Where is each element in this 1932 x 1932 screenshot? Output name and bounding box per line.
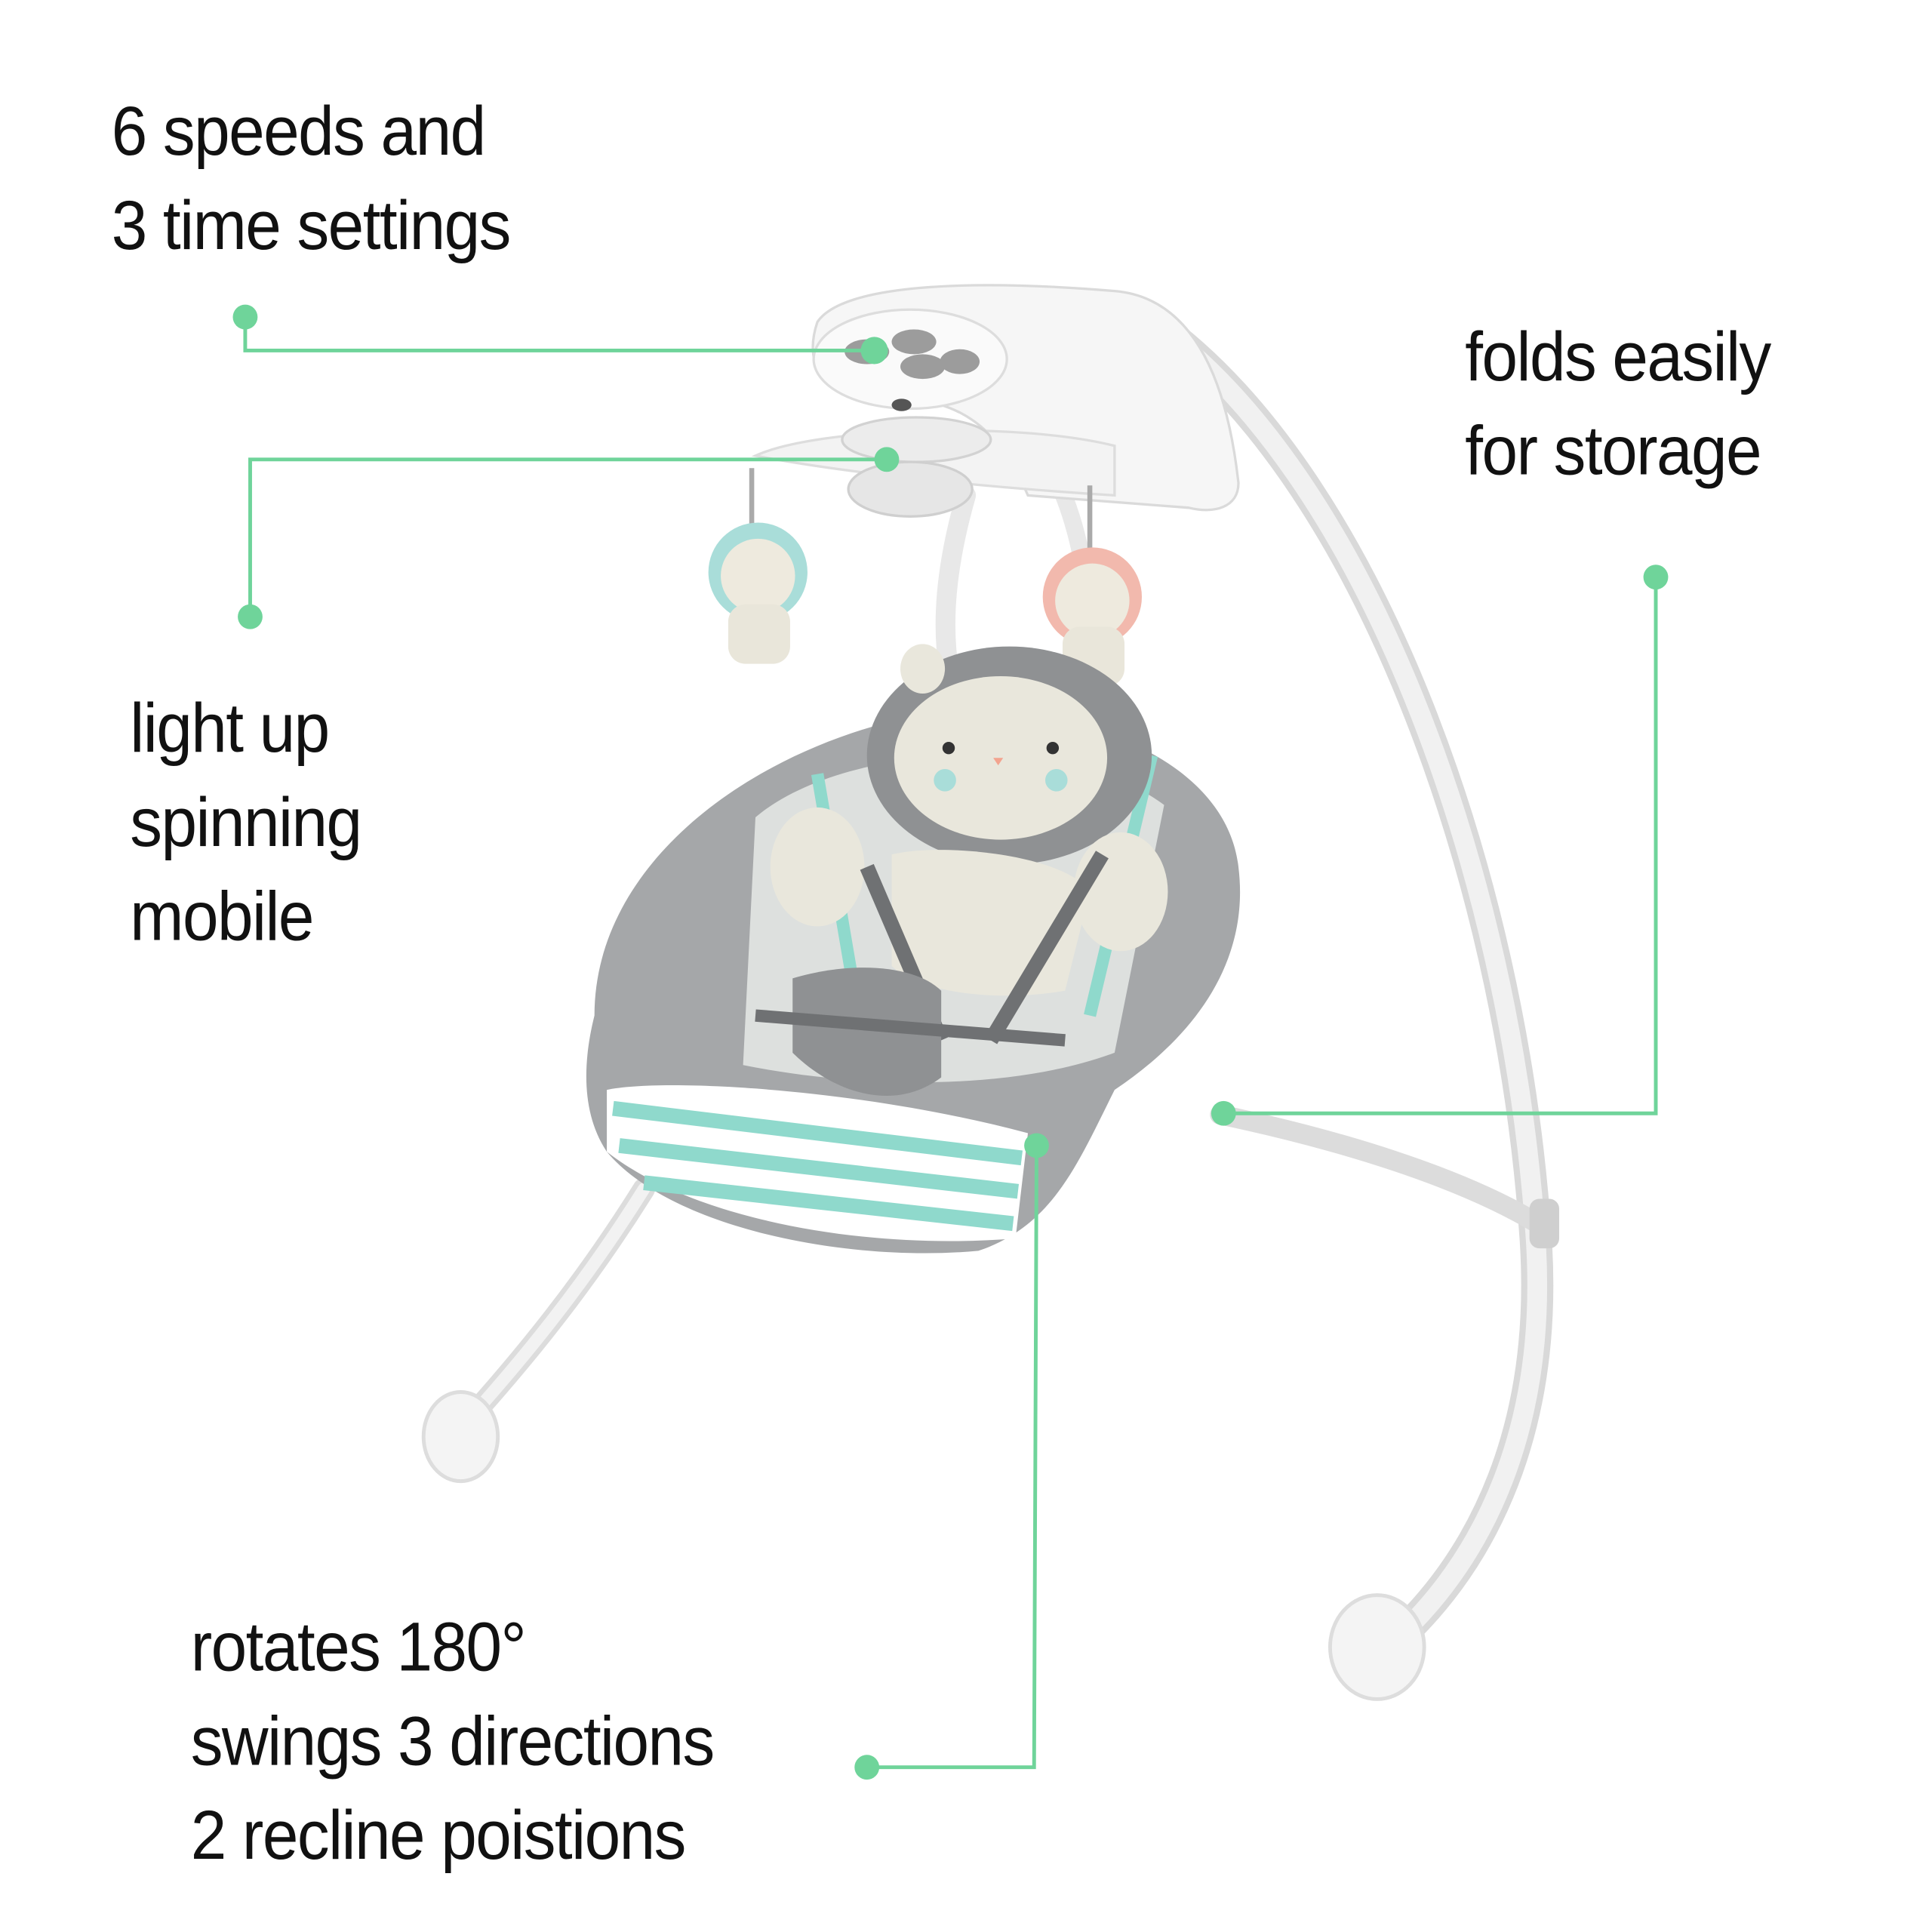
hinge bbox=[1529, 1198, 1560, 1249]
dot-folds-end bbox=[1211, 1100, 1236, 1126]
callout-dots bbox=[232, 304, 1669, 1780]
dot-mobile-start bbox=[238, 604, 263, 629]
dot-rotates-end bbox=[1024, 1133, 1049, 1158]
dot-speeds-end bbox=[860, 337, 888, 365]
toy-lion-blue bbox=[708, 468, 808, 664]
dot-rotates-start bbox=[854, 1755, 880, 1780]
dot-speeds-start bbox=[232, 304, 258, 330]
callout-mobile: light up spinning mobile bbox=[130, 681, 362, 964]
callout-line: rotates 180° bbox=[190, 1607, 527, 1686]
callout-speeds: 6 speeds and 3 time settings bbox=[111, 85, 512, 272]
foot-left bbox=[421, 1390, 500, 1484]
callout-line: for storage bbox=[1465, 411, 1761, 490]
callout-line: folds easily bbox=[1465, 317, 1771, 395]
callout-rotates: rotates 180° swings 3 directions 2 recli… bbox=[190, 1600, 715, 1882]
swing-frame bbox=[453, 306, 1554, 1663]
callout-line: mobile bbox=[130, 876, 314, 955]
callout-line: 3 time settings bbox=[111, 186, 512, 264]
dot-folds-start bbox=[1643, 565, 1669, 590]
dot-mobile-end bbox=[874, 447, 900, 472]
callout-line: 6 speeds and bbox=[111, 91, 486, 170]
callout-line: spinning bbox=[130, 783, 362, 861]
callout-line: 2 recline poistions bbox=[190, 1795, 687, 1874]
toy-lion-pink bbox=[1042, 485, 1143, 687]
callout-folds: folds easily for storage bbox=[1465, 309, 1771, 497]
seat bbox=[586, 644, 1241, 1254]
control-unit bbox=[751, 284, 1240, 518]
callout-line: swings 3 directions bbox=[190, 1701, 715, 1780]
foot-right bbox=[1327, 1593, 1426, 1701]
callout-line: light up bbox=[130, 688, 330, 767]
